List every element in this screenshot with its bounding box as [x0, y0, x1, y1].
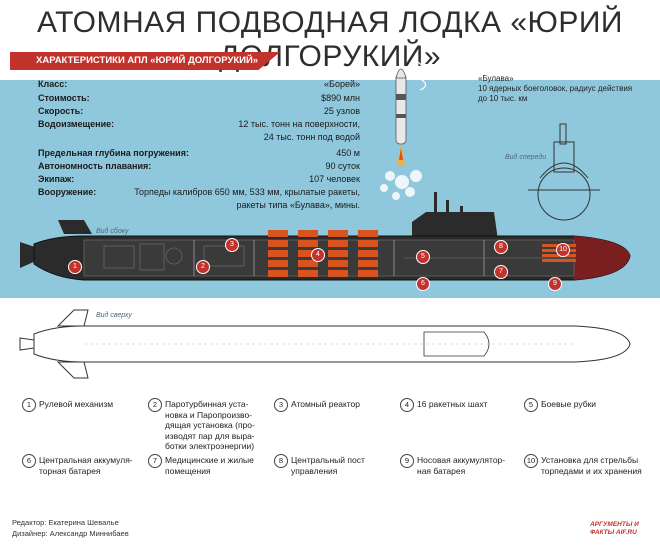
missile-tube	[268, 260, 288, 267]
publisher-logo: АРГУМЕНТЫ И ФАКТЫ AIF.RU	[590, 521, 639, 536]
missile-tubes-group	[268, 230, 378, 277]
spec-value: 24 тыс. тонн под водой	[263, 132, 360, 142]
missile-tube	[358, 250, 378, 257]
spec-value: $890 млн	[321, 93, 360, 103]
credits-designer: Дизайнер: Александр Миннибаев	[12, 529, 129, 538]
missile-tube	[298, 250, 318, 257]
missile-tube	[298, 230, 318, 237]
legend-number: 5	[524, 398, 538, 412]
missile-tube	[268, 250, 288, 257]
bulava-missile-illustration	[380, 61, 427, 200]
spec-row: Экипаж: 107 человек	[38, 173, 360, 186]
spec-key: Скорость:	[38, 106, 84, 116]
legend-text: Рулевой механизм	[39, 399, 114, 409]
spec-value: 450 м	[336, 148, 360, 158]
credits-editor: Редактор: Екатерина Шевалье	[12, 518, 119, 527]
spec-key: Автономность плавания:	[38, 161, 152, 171]
callout-1: 1	[68, 260, 82, 274]
callout-4: 4	[311, 248, 325, 262]
specs-header: ХАРАКТЕРИСТИКИ АПЛ «ЮРИЙ ДОЛГОРУКИЙ»	[10, 52, 281, 70]
missile-tube	[328, 260, 348, 267]
missile-tube	[298, 240, 318, 247]
legend-text: Центральная аккумуля- торная батарея	[39, 455, 133, 476]
spec-value: «Борей»	[324, 79, 360, 89]
spec-row: Класс: «Борей»	[38, 78, 360, 91]
spec-key: Предельная глубина погружения:	[38, 148, 189, 158]
spec-value: 12 тыс. тонн на поверхности,	[238, 119, 360, 129]
callout-8: 8	[494, 240, 508, 254]
callout-6: 6	[416, 277, 430, 291]
missile-tube	[268, 240, 288, 247]
spec-key: Водоизмещение:	[38, 119, 115, 129]
spec-key: Стоимость:	[38, 93, 90, 103]
legend-text: Центральный пост управления	[291, 455, 365, 476]
callout-3: 3	[225, 238, 239, 252]
missile-body-icon	[395, 68, 407, 166]
legend-number: 8	[274, 454, 288, 468]
missile-tube	[298, 270, 318, 277]
missile-tube	[328, 230, 348, 237]
spec-row: Стоимость: $890 млн	[38, 92, 360, 105]
legend-text: Паротурбинная уста- новка и Паропроизво-…	[165, 399, 255, 451]
spec-key: Вооружение:	[38, 187, 97, 197]
spec-row: Предельная глубина погружения: 450 м	[38, 147, 360, 160]
spec-row: Автономность плавания: 90 суток	[38, 160, 360, 173]
spec-value: 90 суток	[325, 161, 360, 171]
missile-tube	[328, 240, 348, 247]
specs-panel: ХАРАКТЕРИСТИКИ АПЛ «ЮРИЙ ДОЛГОРУКИЙ» Кла…	[10, 52, 362, 216]
callout-10: 10	[556, 243, 570, 257]
legend-number: 2	[148, 398, 162, 412]
spec-value: Торпеды калибров 650 мм, 533 мм, крылаты…	[134, 187, 360, 197]
spec-row: Скорость: 25 узлов	[38, 105, 360, 118]
missile-tube	[328, 250, 348, 257]
front-view-submarine	[528, 123, 600, 221]
side-section-submarine	[20, 192, 631, 281]
bulava-line2: до 10 тыс. км	[478, 94, 528, 103]
legend-text: Установка для стрельбы торпедами и их хр…	[541, 455, 642, 476]
legend-number: 10	[524, 454, 538, 468]
callout-5: 5	[416, 250, 430, 264]
side-view-label: Вид сбоку	[96, 228, 129, 235]
spec-value: 25 узлов	[323, 106, 360, 116]
legend-number: 6	[22, 454, 36, 468]
top-view-label: Вид сверху	[96, 312, 132, 319]
missile-tube	[328, 270, 348, 277]
bulava-description: «Булава» 10 ядерных боеголовок, радиус д…	[478, 74, 658, 104]
legend-number: 9	[400, 454, 414, 468]
callout-7: 7	[494, 265, 508, 279]
page-title: АТОМНАЯ ПОДВОДНАЯ ЛОДКА «ЮРИЙ ДОЛГОРУКИЙ…	[36, 6, 623, 73]
legend-number: 3	[274, 398, 288, 412]
callout-9: 9	[548, 277, 562, 291]
bulava-name: «Булава»	[478, 74, 514, 83]
legend-number: 1	[22, 398, 36, 412]
spec-row: Вооружение: Торпеды калибров 650 мм, 533 …	[38, 186, 360, 199]
callout-2: 2	[196, 260, 210, 274]
missile-tube	[268, 230, 288, 237]
credits: Редактор: Екатерина Шевалье Дизайнер: Ал…	[12, 517, 129, 539]
bulava-line1: 10 ядерных боеголовок, радиус действия	[478, 84, 633, 93]
legend-number: 7	[148, 454, 162, 468]
missile-tube	[358, 240, 378, 247]
missile-tube	[358, 260, 378, 267]
spec-key: Класс:	[38, 79, 68, 89]
missile-tube	[358, 270, 378, 277]
legend-text: Носовая аккумулятор- ная батарея	[417, 455, 506, 476]
spec-row: Водоизмещение: 12 тыс. тонн на поверхност…	[38, 118, 360, 131]
front-view-label: Вид спереди	[505, 154, 547, 161]
top-view-submarine	[19, 309, 631, 379]
legend-number: 4	[400, 398, 414, 412]
missile-tube	[358, 230, 378, 237]
legend-text: Боевые рубки	[541, 399, 597, 409]
spec-value: 107 человек	[309, 174, 360, 184]
legend-text: Атомный реактор	[291, 399, 361, 409]
missile-tube	[298, 260, 318, 267]
legend-text: 16 ракетных шахт	[417, 399, 488, 409]
legend-text: Медицинские и жилые помещения	[165, 455, 254, 476]
spec-key: Экипаж:	[38, 174, 75, 184]
missile-tube	[268, 270, 288, 277]
spec-value: ракеты типа «Булава», мины.	[236, 200, 361, 210]
